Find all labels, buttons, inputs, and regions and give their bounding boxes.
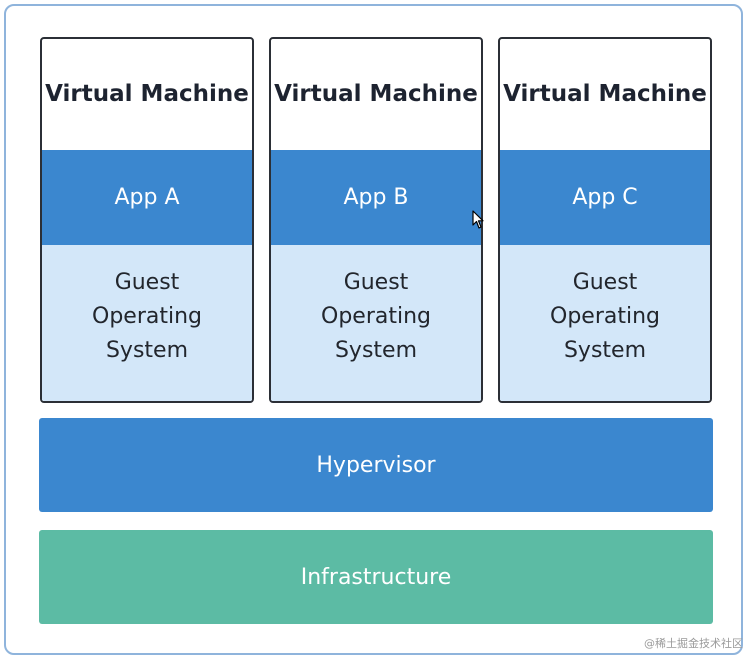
guest-os-line: Operating — [550, 304, 660, 329]
guest-os-line: Operating — [92, 304, 202, 329]
virtual-machine-c: Virtual Machine App C Guest Operating Sy… — [498, 37, 712, 403]
app-layer-a: App A — [42, 150, 252, 245]
guest-os-line: System — [563, 338, 647, 363]
vm-title: Virtual Machine — [503, 80, 707, 107]
guest-os-line: Guest — [114, 270, 180, 295]
guest-os-line: System — [334, 338, 418, 363]
guest-os-layer-c: Guest Operating System — [500, 245, 710, 401]
virtual-machine-a: Virtual Machine App A Guest Operating Sy… — [40, 37, 254, 403]
virtual-machine-b: Virtual Machine App B Guest Operating Sy… — [269, 37, 483, 403]
watermark: @稀土掘金技术社区 — [644, 637, 743, 650]
guest-os-layer-a: Guest Operating System — [42, 245, 252, 401]
app-layer-c: App C — [500, 150, 710, 245]
mouse-cursor-icon — [472, 210, 484, 229]
hypervisor-layer: Hypervisor — [39, 418, 713, 512]
vm-title: Virtual Machine — [274, 80, 478, 107]
guest-os-layer-b: Guest Operating System — [271, 245, 481, 401]
guest-os-line: Guest — [343, 270, 409, 295]
guest-os-line: Operating — [321, 304, 431, 329]
vm-title: Virtual Machine — [45, 80, 249, 107]
guest-os-line: Guest — [572, 270, 638, 295]
guest-os-line: System — [105, 338, 189, 363]
app-layer-b: App B — [271, 150, 481, 245]
infrastructure-layer: Infrastructure — [39, 530, 713, 624]
